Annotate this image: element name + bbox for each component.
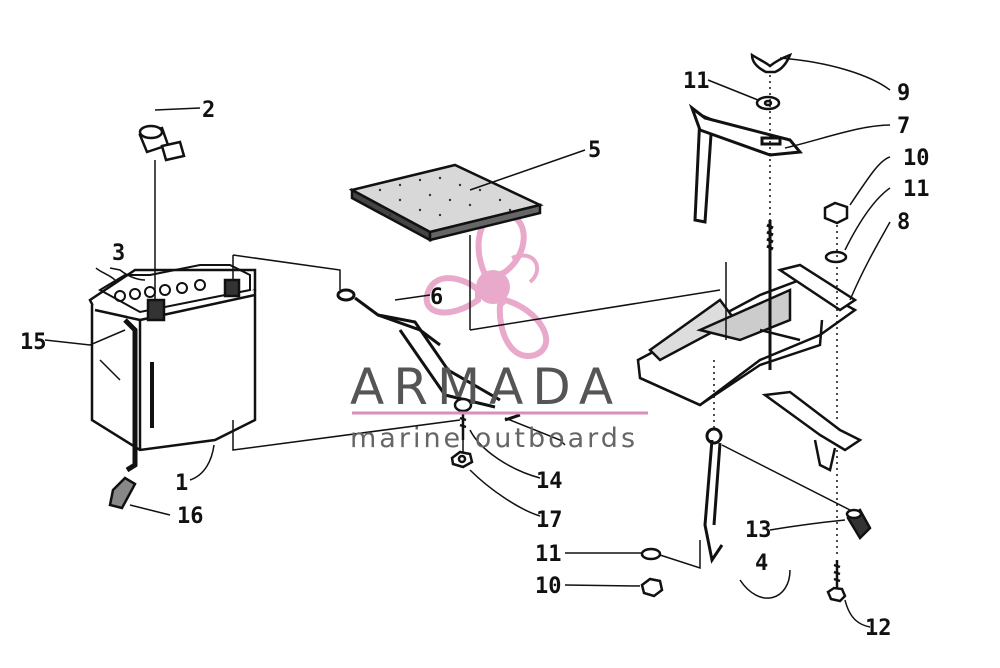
callout-6: 6 [430,285,443,310]
callout-labels: 2 3 15 1 16 5 6 14 17 11 9 7 10 11 8 13 … [20,69,930,641]
j-bolt [703,427,724,564]
battery-cable [336,288,521,422]
callout-7: 7 [897,114,910,139]
callout-10-top: 10 [903,146,930,171]
wing-nut [750,52,793,74]
battery-tray [636,278,858,407]
washer-lower [640,547,662,561]
hex-nut-lower [640,577,664,598]
armada-propeller-logo [423,210,550,359]
terminal-cap [138,124,186,300]
callout-4: 4 [755,551,768,576]
hex-nut-upper [823,201,849,225]
spacer-sleeve [845,508,872,541]
callout-3: 3 [112,241,125,266]
terminal-nut [450,450,474,469]
callout-1: 1 [175,471,188,496]
terminal-bolt [453,397,473,440]
washer-right [824,250,848,264]
vent-tube [108,476,137,510]
callout-12: 12 [865,616,892,641]
callout-16: 16 [177,504,204,529]
armada-watermark: ARMADA marine outboards [350,358,648,454]
hold-down-strap [688,103,803,224]
callout-8: 8 [897,210,910,235]
callout-5: 5 [588,138,601,163]
callout-10-bottom: 10 [535,574,562,599]
brand-tagline: marine outboards [350,423,638,454]
callout-2: 2 [202,98,215,123]
brand-name: ARMADA [350,358,622,416]
callout-9: 9 [897,81,910,106]
callout-11-bottom: 11 [535,542,562,567]
threaded-rod [766,220,774,370]
battery [88,264,257,473]
callout-17: 17 [536,508,563,533]
cap-screw [826,560,847,603]
callout-14: 14 [536,469,563,494]
callout-13: 13 [745,518,772,543]
callout-11-right: 11 [903,177,930,202]
battery-pad [348,163,544,243]
callout-15: 15 [20,330,47,355]
washer-upper [755,95,781,111]
callout-11-top: 11 [683,69,710,94]
assembly-lines [44,57,891,628]
